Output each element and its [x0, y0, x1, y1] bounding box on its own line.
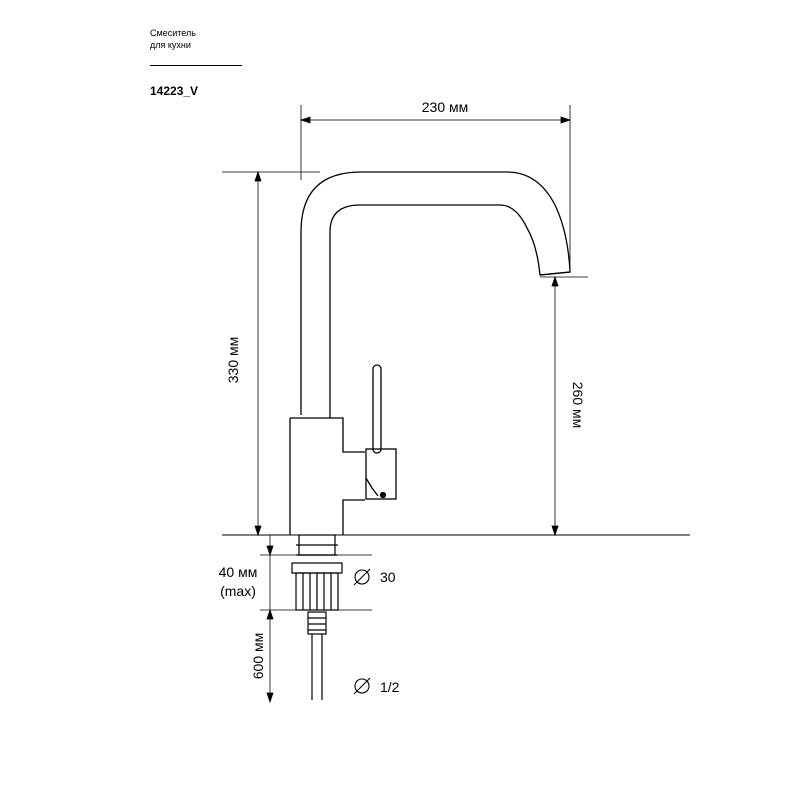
faucet-outline — [289, 171, 571, 535]
model-code: 14223_V — [150, 84, 199, 98]
width-dimension-label: 230 мм — [422, 99, 469, 115]
countertop-thickness-label: 40 мм — [219, 564, 258, 580]
dimension-lines — [222, 105, 588, 704]
hose-length-label: 600 мм — [250, 633, 266, 680]
mounting-assembly — [291, 534, 343, 700]
header-divider — [150, 65, 242, 66]
diameter-icon — [353, 568, 371, 586]
product-type-line1: Смеситель — [150, 28, 196, 38]
hose-thread-label: 1/2 — [380, 679, 400, 695]
diameter-icon — [353, 677, 371, 695]
height-dimension-label: 330 мм — [225, 337, 241, 384]
countertop-thickness-max-label: (max) — [220, 583, 256, 599]
product-type-line2: для кухни — [150, 40, 191, 50]
hole-diameter-label: 30 — [380, 569, 396, 585]
spout-height-dimension-label: 260 мм — [570, 382, 586, 429]
